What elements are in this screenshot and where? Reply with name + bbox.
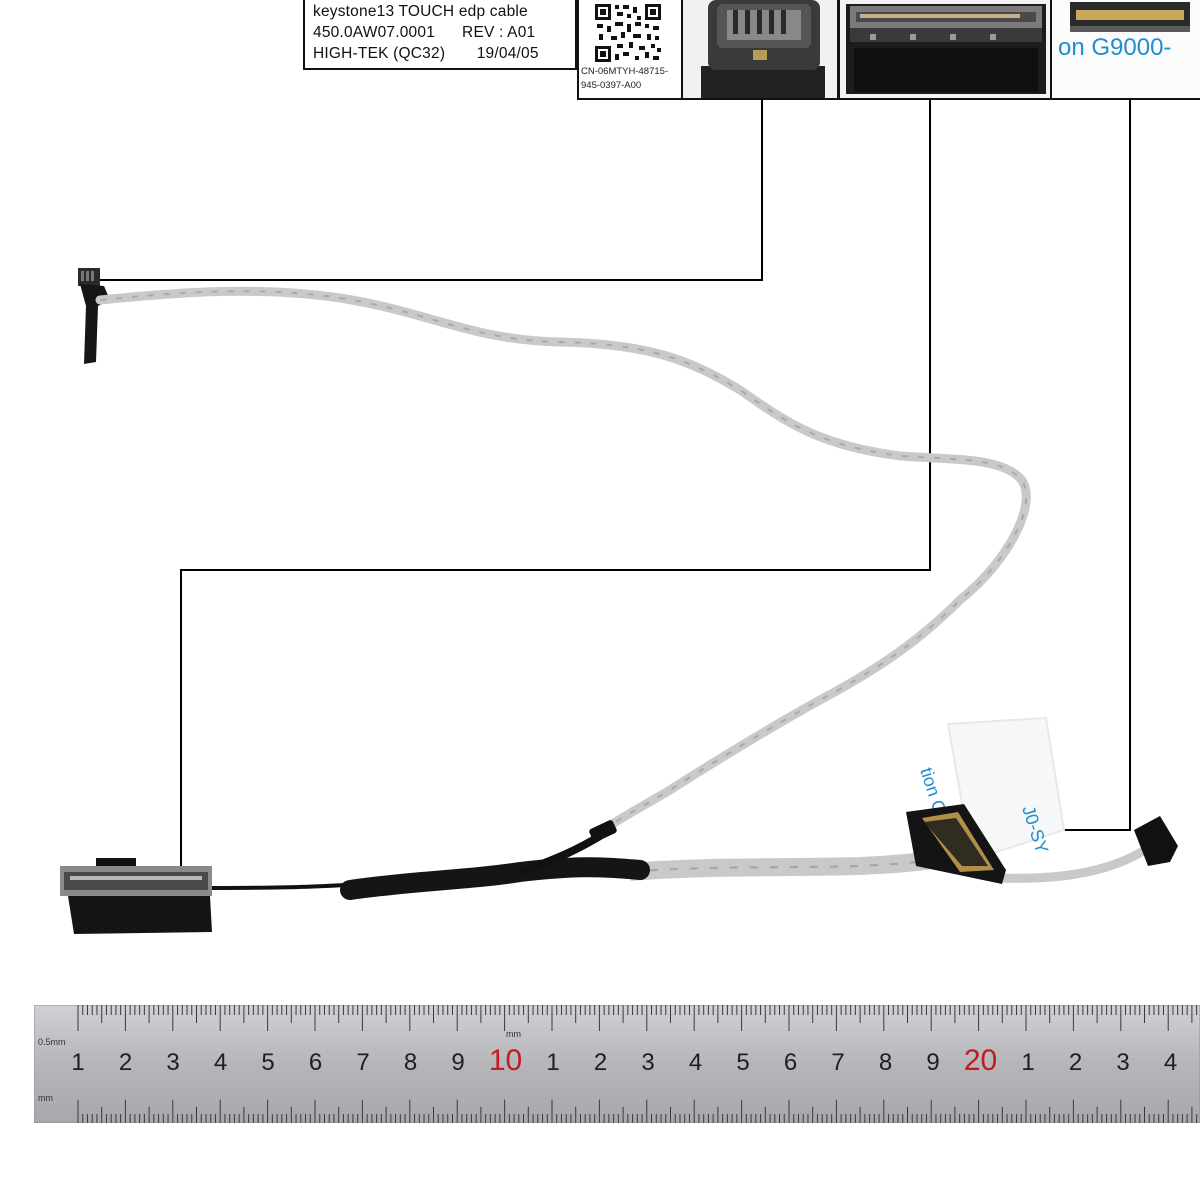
inset-photo-large-connector bbox=[838, 0, 1052, 100]
ruler-number: 6 bbox=[308, 1049, 323, 1076]
ruler-body bbox=[33, 1004, 1200, 1124]
ruler-number: 3 bbox=[1116, 1049, 1130, 1076]
ruler-number: 6 bbox=[783, 1049, 798, 1076]
ruler-number: 4 bbox=[1163, 1049, 1178, 1076]
ruler-number: 1 bbox=[71, 1049, 85, 1076]
ruler-number: 9 bbox=[451, 1049, 465, 1076]
ruler-number: 8 bbox=[878, 1049, 893, 1076]
label-line-3: HIGH-TEK (QC32) 19/04/05 bbox=[313, 45, 539, 62]
small-connector-closeup-image bbox=[683, 0, 837, 98]
ruler-number: 2 bbox=[118, 1049, 133, 1076]
ruler-unit-mm-bottom: mm bbox=[38, 1093, 53, 1103]
ruler-number: 2 bbox=[1068, 1049, 1083, 1076]
inset-blue-text: on G9000- bbox=[1058, 34, 1172, 61]
ruler-number: 2 bbox=[593, 1049, 608, 1076]
ruler-number: 8 bbox=[403, 1049, 418, 1076]
ruler-number: 10 bbox=[488, 1044, 523, 1077]
bottom-left-connector bbox=[60, 858, 212, 934]
ruler-number: 20 bbox=[963, 1044, 998, 1077]
ruler-number: 3 bbox=[641, 1049, 655, 1076]
ruler-number: 5 bbox=[261, 1049, 275, 1076]
measuring-ruler: 0.5mm mm mm bbox=[33, 1004, 1200, 1124]
ruler-number: 7 bbox=[831, 1049, 845, 1076]
inset-photo-ribbon-label: on G9000- bbox=[1050, 0, 1200, 100]
label-line-2: 450.0AW07.0001 REV : A01 bbox=[313, 24, 536, 41]
product-label: keystone13 TOUCH edp cable 450.0AW07.000… bbox=[303, 0, 577, 70]
ruler-number: 4 bbox=[688, 1049, 703, 1076]
ruler-number: 1 bbox=[1021, 1049, 1035, 1076]
qr-code-icon bbox=[593, 2, 663, 64]
ruler-number: 4 bbox=[213, 1049, 228, 1076]
ruler-number: 7 bbox=[356, 1049, 370, 1076]
ruler-unit-mm: mm bbox=[506, 1029, 521, 1039]
top-left-connector bbox=[78, 268, 110, 364]
label-line-1: keystone13 TOUCH edp cable bbox=[313, 3, 528, 20]
qr-code-label: CN-06MTYH-48715- 945-0397-A00 bbox=[577, 0, 683, 100]
large-connector-closeup-image bbox=[840, 0, 1050, 98]
qr-label-line-2: 945-0397-A00 bbox=[581, 80, 642, 91]
ruler-number: 5 bbox=[736, 1049, 750, 1076]
ruler-number: 9 bbox=[926, 1049, 940, 1076]
qr-label-line-1: CN-06MTYH-48715- bbox=[581, 66, 669, 77]
inset-photo-small-connector bbox=[681, 0, 839, 100]
ribbon-connector-image bbox=[1052, 0, 1200, 98]
ruler-unit-small: 0.5mm bbox=[38, 1037, 66, 1047]
ruler-number: 3 bbox=[166, 1049, 180, 1076]
cable-photo: tion G9000-S J0-SY bbox=[60, 100, 1178, 934]
ruler-number: 1 bbox=[546, 1049, 560, 1076]
right-ribbon-connector bbox=[906, 804, 1006, 884]
